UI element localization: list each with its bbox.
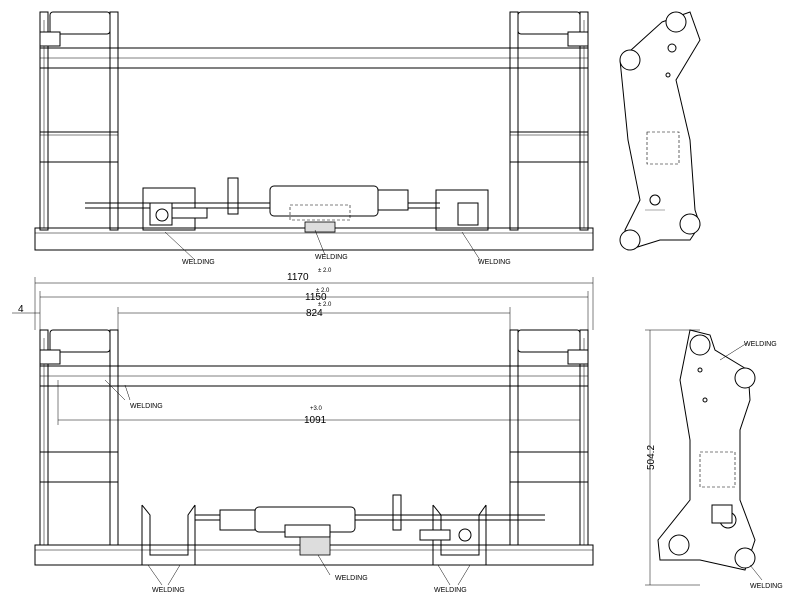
dim-1170-value: 1170	[287, 272, 309, 283]
dim-1091-value: 1091	[304, 415, 327, 426]
welding-label-bottom-left: WELDING	[152, 587, 185, 594]
front-view-top	[34, 11, 594, 261]
welding-label-side-bottom: WELDING	[750, 583, 783, 590]
dim-1170-tol: ± 2.0	[318, 268, 332, 274]
welding-label-bottom-right: WELDING	[434, 587, 467, 594]
welding-label-top-right: WELDING	[478, 259, 511, 266]
dim-1091-tol: +3.0	[310, 406, 323, 412]
welding-label-upright: WELDING	[130, 403, 163, 410]
dim-1150-value: 1150	[305, 292, 327, 303]
dim-4-value: 4	[18, 304, 24, 315]
dim-824-value: 824	[306, 308, 323, 319]
welding-label-side-top: WELDING	[744, 341, 777, 348]
side-view-bottom	[657, 329, 763, 581]
front-view-bottom	[34, 329, 594, 586]
dim-824-tol: ± 2.0	[318, 302, 332, 308]
side-view-top	[619, 11, 701, 251]
welding-label-bottom-center: WELDING	[335, 575, 368, 582]
dim-504-value: 504.2	[646, 445, 657, 470]
dimension-lines	[12, 277, 700, 586]
welding-label-top-center: WELDING	[315, 254, 348, 261]
dim-1150-tol: ± 2.0	[316, 288, 330, 294]
welding-label-top-left: WELDING	[182, 259, 215, 266]
